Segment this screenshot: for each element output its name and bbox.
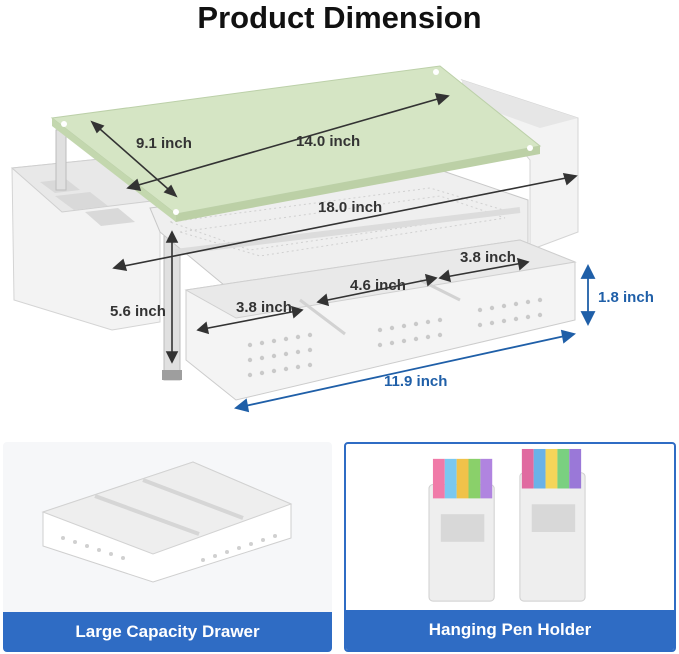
drawer-caption: Large Capacity Drawer (3, 612, 332, 652)
height-label: 5.6 inch (110, 303, 166, 320)
feature-panel-drawer: Large Capacity Drawer (3, 442, 332, 652)
drawer-image (41, 461, 293, 583)
pen-holder-image (428, 448, 586, 602)
feature-panel-pen-holder: Hanging Pen Holder (344, 442, 676, 652)
product-dimension-illustration: 9.1 inch 14.0 inch 18.0 inch 5.6 inch 3.… (10, 65, 654, 413)
drawer-width-label: 11.9 inch (384, 373, 447, 390)
drawer-mid-label: 4.6 inch (350, 277, 406, 294)
drawer-left-label: 3.8 inch (236, 299, 292, 316)
pen-holder-left (428, 458, 495, 602)
page-title: Product Dimension (197, 0, 482, 35)
dimension-arrows-blue (234, 263, 596, 413)
top-width-label: 14.0 inch (296, 133, 360, 150)
left-pen-holder (10, 157, 162, 331)
drawer-height-label: 1.8 inch (598, 289, 654, 306)
total-width-label: 18.0 inch (318, 199, 382, 216)
pen-holder-right (519, 448, 586, 602)
dimension-arrows (90, 92, 578, 364)
depth-label: 9.1 inch (136, 135, 192, 152)
drawer-right-label: 3.8 inch (460, 249, 516, 266)
pen-holder-caption: Hanging Pen Holder (346, 610, 674, 650)
drawer (184, 239, 577, 401)
